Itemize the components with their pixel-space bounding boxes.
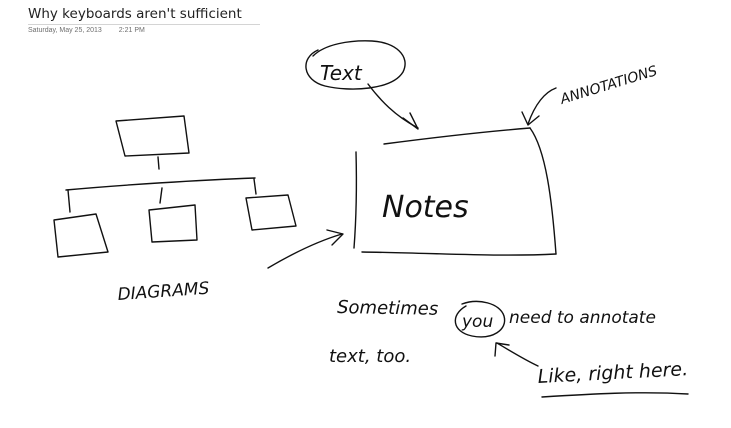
here-arrowhead	[494, 342, 510, 357]
diagram-drop-right	[253, 178, 257, 195]
diagram-child-right	[245, 194, 297, 231]
annotations-label: ANNOTATIONS	[558, 63, 660, 108]
page-datetime: Saturday, May 25, 2013 2:21 PM	[28, 27, 260, 34]
notes-box[interactable]: Notes	[353, 127, 557, 256]
page-title[interactable]: Why keyboards aren't sufficient	[28, 6, 242, 22]
diagram-child-mid	[148, 204, 198, 243]
diagrams-arrowhead	[326, 229, 344, 246]
diagram-drop-left	[67, 189, 71, 213]
diagram-top-box	[115, 115, 190, 157]
you-word: you	[461, 312, 493, 332]
diagram-drop-mid	[159, 187, 163, 204]
notes-box-right	[529, 127, 557, 255]
diagram-child-left	[53, 213, 109, 258]
annotations-group[interactable]: ANNOTATIONS	[521, 63, 660, 126]
text-bubble[interactable]: Text	[305, 40, 419, 130]
page-header: Why keyboards aren't sufficient Saturday…	[28, 5, 260, 34]
diagrams-arrow	[267, 233, 343, 269]
text-bubble-label: Text	[320, 61, 363, 85]
annotations-arrow	[527, 87, 557, 125]
page-date: Saturday, May 25, 2013	[28, 27, 102, 34]
text-arrow	[367, 83, 419, 129]
notes-box-top	[383, 127, 531, 145]
second-line: text, too.	[329, 346, 411, 367]
page-time: 2:21 PM	[118, 27, 145, 34]
notes-box-left	[353, 151, 358, 249]
diagram-stem	[157, 156, 160, 170]
diagram-branch	[65, 177, 256, 191]
notes-box-bottom	[361, 251, 557, 256]
annotation-sentence[interactable]: Sometimes you need to annotate text, too…	[329, 297, 689, 398]
title-underline	[28, 24, 260, 25]
sentence-end: need to annotate	[509, 308, 656, 328]
notes-label: Notes	[382, 190, 469, 225]
diagrams-label: DIAGRAMS	[117, 279, 210, 305]
annotations-arrowhead	[521, 111, 540, 126]
like-underline	[541, 392, 689, 398]
like-right-here: Like, right here.	[537, 358, 689, 388]
text-bubble-outline	[305, 40, 406, 90]
diagram-sketch[interactable]: DIAGRAMS	[53, 115, 344, 305]
here-arrow	[496, 342, 539, 367]
you-circle	[454, 300, 506, 338]
text-arrowhead	[402, 112, 419, 130]
sentence-start: Sometimes	[337, 297, 438, 320]
